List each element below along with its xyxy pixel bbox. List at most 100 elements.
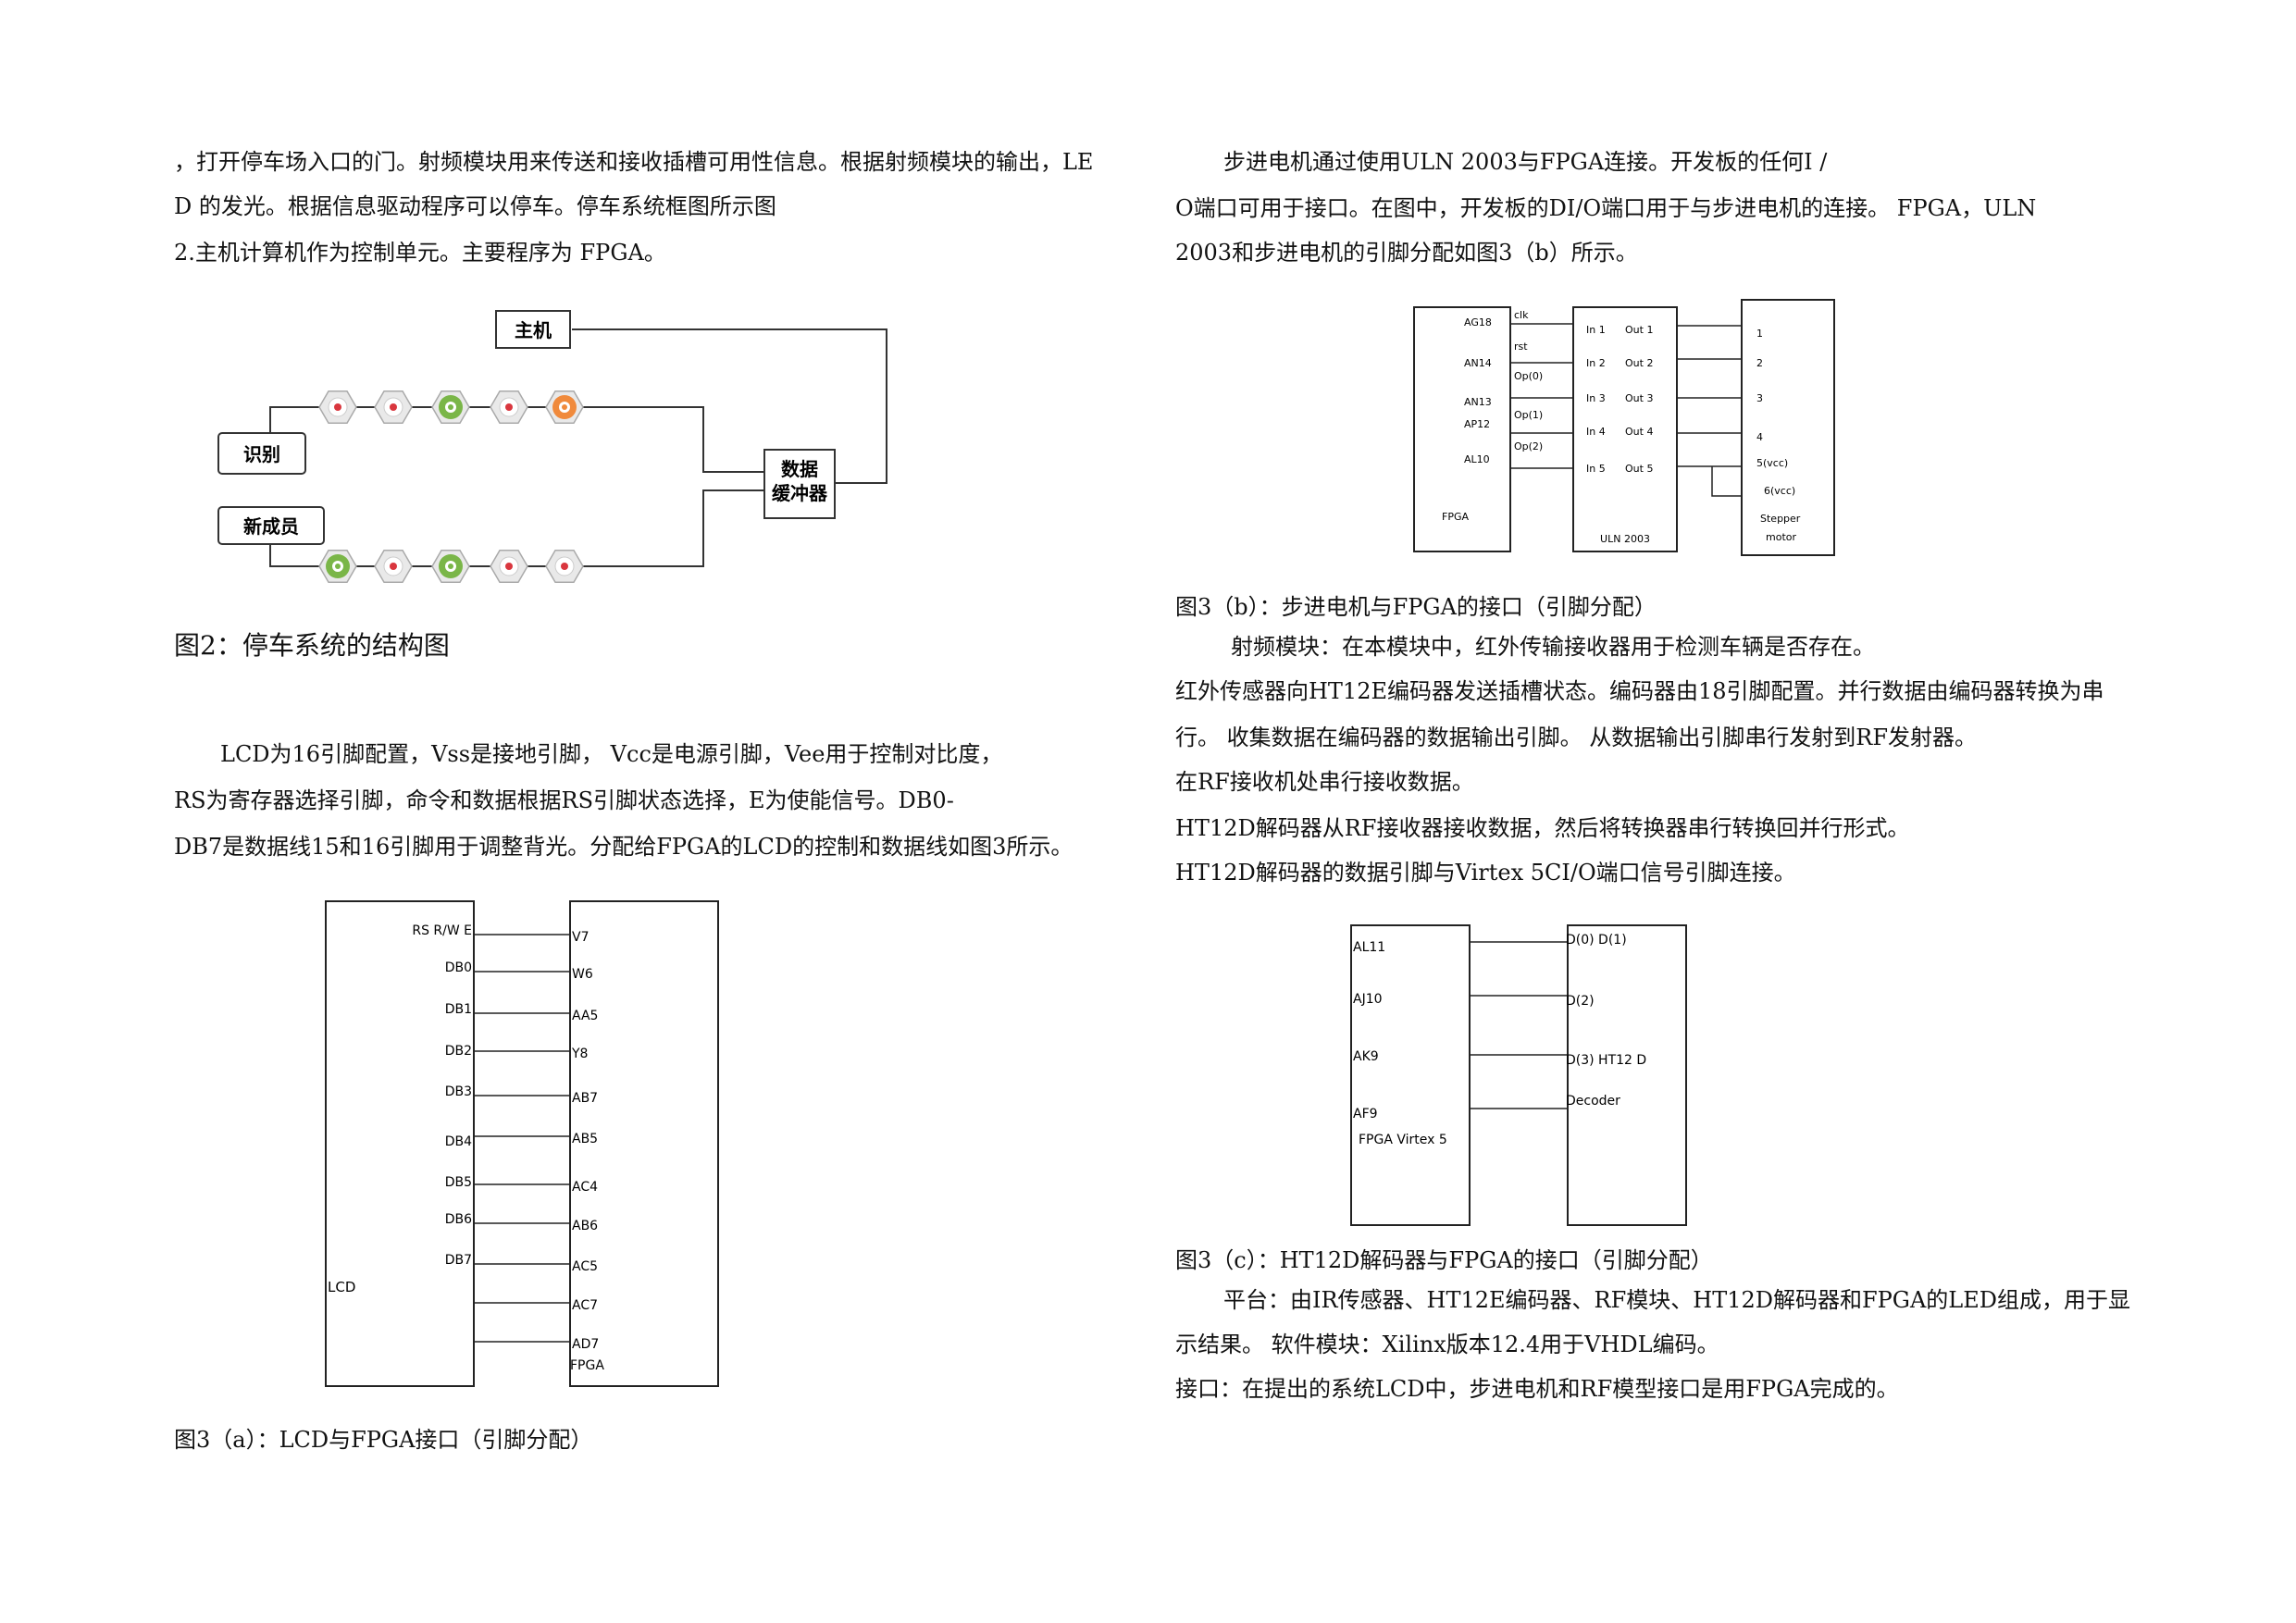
left-para1-line1: ，打开停车场入口的门。射频模块用来传送和接收插槽可用性信息。根据射频模块的输出，… xyxy=(174,149,1094,175)
fig3b-signal: Op(0) xyxy=(1514,370,1543,382)
right-para1-line1: 步进电机通过使用ULN 2003与FPGA连接。开发板的任何I / xyxy=(1223,149,1828,175)
right-para2-line2: 红外传感器向HT12E编码器发送插槽状态。编码器由18引脚配置。并行数据由编码器… xyxy=(1175,678,2104,704)
fig2-identify-label: 识别 xyxy=(243,443,280,465)
sensor-hex-icon xyxy=(374,390,413,425)
fig3c-decoder-label: D(2) xyxy=(1566,994,1595,1009)
fig3a-fpga-pin: AD7 xyxy=(572,1337,599,1352)
fig3b-signal: Op(2) xyxy=(1514,440,1543,452)
fig3b-uln-in: In 3 xyxy=(1586,392,1606,404)
fig3a-fpga-pin: AB5 xyxy=(572,1132,598,1146)
fig3b-uln-in: In 4 xyxy=(1586,426,1606,438)
fig3a-fpga-pin: W6 xyxy=(572,967,593,982)
fig3b-motor-pin: 1 xyxy=(1756,328,1763,340)
right-para2-line4: 在RF接收机处串行接收数据。 xyxy=(1175,769,1474,795)
fig3a-lcd-pin: DB5 xyxy=(445,1175,472,1190)
fig3b-fpga-pin: AL10 xyxy=(1464,453,1490,465)
fig2-sensor-row-top xyxy=(318,390,584,425)
fig3b-fpga-pin: AN14 xyxy=(1464,357,1492,369)
fig2-new-member-box xyxy=(217,506,325,545)
fig3b-motor-pin: 3 xyxy=(1756,392,1763,404)
fig3a-fpga-pin: AC4 xyxy=(572,1180,598,1195)
sensor-hex-icon xyxy=(374,549,413,584)
fig2-caption: 图2：停车系统的结构图 xyxy=(174,630,450,661)
fig3b-fpga-label: FPGA xyxy=(1442,511,1469,523)
fig3b-uln-out: Out 5 xyxy=(1625,463,1653,475)
fig3b-motor-pin: 6(vcc) xyxy=(1764,485,1795,497)
sensor-hex-icon xyxy=(490,549,528,584)
left-para2-line1: LCD为16引脚配置，Vss是接地引脚， Vcc是电源引脚，Vee用于控制对比度… xyxy=(220,741,1003,767)
fig2-host-label: 主机 xyxy=(515,319,552,341)
fig3b-uln-in: In 5 xyxy=(1586,463,1606,475)
fig3a-fpga-label: FPGA xyxy=(570,1358,604,1373)
fig3c-decoder-label: Decoder xyxy=(1566,1094,1620,1109)
fig2-buffer-label1: 数据 xyxy=(781,458,818,480)
left-para1-line2: D 的发光。根据信息驱动程序可以停车。停车系统框图所示图 xyxy=(174,193,776,219)
fig3c-decoder-label: D(0) D(1) xyxy=(1566,933,1627,948)
right-para2-line1: 射频模块：在本模块中，红外传输接收器用于检测车辆是否存在。 xyxy=(1231,634,1875,660)
fig2-buffer-box xyxy=(763,449,836,519)
fig3a-fpga-pin: AC7 xyxy=(572,1298,598,1313)
fig3b-uln-label: ULN 2003 xyxy=(1600,533,1650,545)
fig3b-uln-out: Out 4 xyxy=(1625,426,1653,438)
right-para2-line3: 行。 收集数据在编码器的数据输出引脚。 从数据输出引脚串行发射到RF发射器。 xyxy=(1175,725,1977,750)
fig3a-fpga-pin: Y8 xyxy=(571,1047,588,1061)
fig3a-fpga-pin: AA5 xyxy=(572,1009,598,1023)
fig3a-fpga-pin: AB7 xyxy=(572,1091,598,1106)
fig3a-lcd-pin: DB6 xyxy=(445,1212,472,1227)
fig2-new-member-label: 新成员 xyxy=(243,515,299,538)
fig3a-caption: 图3（a）：LCD与FPGA接口（引脚分配） xyxy=(174,1427,593,1453)
fig3b-motor-pin: 2 xyxy=(1756,357,1763,369)
fig3a-lcd-label: LCD xyxy=(328,1279,355,1295)
fig3a-lcd-pin: DB7 xyxy=(445,1253,472,1268)
fig3b-signal: clk xyxy=(1514,309,1529,321)
right-para1-line3: 2003和步进电机的引脚分配如图3（b）所示。 xyxy=(1175,240,1638,266)
fig2-identify-box xyxy=(217,432,306,475)
fig3c-fpga-pin: AJ10 xyxy=(1353,992,1383,1007)
fig3a-fpga-pin: AB6 xyxy=(572,1219,598,1233)
sensor-hex-icon xyxy=(545,549,584,584)
fig3a-lcd-pin: DB1 xyxy=(445,1002,472,1017)
fig3b-uln-in: In 1 xyxy=(1586,324,1606,336)
fig3b-motor-label2: motor xyxy=(1766,531,1796,543)
right-para3-line1: 平台：由IR传感器、HT12E编码器、RF模块、HT12D解码器和FPGA的LE… xyxy=(1223,1287,2130,1313)
right-para3-line3: 接口：在提出的系统LCD中，步进电机和RF模型接口是用FPGA完成的。 xyxy=(1175,1376,1899,1402)
left-para2-line2: RS为寄存器选择引脚，命令和数据根据RS引脚状态选择，E为使能信号。DB0- xyxy=(174,787,954,813)
fig3b-vcc-wire xyxy=(1711,466,1742,497)
fig3c-fpga-label: FPGA Virtex 5 xyxy=(1359,1133,1447,1147)
fig3b-motor-pin: 5(vcc) xyxy=(1756,457,1788,469)
right-para3-line2: 示结果。 软件模块：Xilinx版本12.4用于VHDL编码。 xyxy=(1175,1332,1719,1357)
fig3c-fpga-pin: AF9 xyxy=(1353,1107,1378,1121)
fig3a-lcd-pin: DB0 xyxy=(445,960,472,975)
fig3a-lcd-pin: RS R/W E xyxy=(412,923,472,938)
left-para2-line3: DB7是数据线15和16引脚用于调整背光。分配给FPGA的LCD的控制和数据线如… xyxy=(174,834,1074,860)
fig3a-fpga-pin: AC5 xyxy=(572,1259,598,1274)
fig2-sensor-row-bottom xyxy=(318,549,584,584)
fig3a-lcd-pin: DB4 xyxy=(445,1134,472,1149)
fig3a-lcd-pin: DB3 xyxy=(445,1084,472,1099)
fig3c-fpga-pin: AK9 xyxy=(1353,1049,1379,1064)
sensor-hex-icon xyxy=(318,549,357,584)
sensor-hex-icon xyxy=(318,390,357,425)
left-para1-line3: 2.主机计算机作为控制单元。主要程序为 FPGA。 xyxy=(174,240,666,266)
fig3b-uln-in: In 2 xyxy=(1586,357,1606,369)
fig3b-motor-pin: 4 xyxy=(1756,431,1763,443)
right-para2-line6: HT12D解码器的数据引脚与Virtex 5CI/O端口信号引脚连接。 xyxy=(1175,860,1796,886)
fig2-host-box xyxy=(495,310,571,349)
fig3a-lcd-pin: DB2 xyxy=(445,1044,472,1059)
fig3b-signal: rst xyxy=(1514,341,1528,353)
fig3b-fpga-pin: AN13 xyxy=(1464,396,1492,408)
fig3b-uln-out: Out 2 xyxy=(1625,357,1653,369)
fig3b-motor-label1: Stepper xyxy=(1760,513,1801,525)
right-para1-line2: O端口可用于接口。在图中，开发板的DI/O端口用于与步进电机的连接。 FPGA，… xyxy=(1175,195,2037,221)
sensor-hex-icon xyxy=(490,390,528,425)
fig3b-fpga-pin: AP12 xyxy=(1464,418,1490,430)
fig2-buffer-label2: 缓冲器 xyxy=(772,482,828,504)
fig3b-fpga-pin: AG18 xyxy=(1464,316,1492,328)
right-para2-line5: HT12D解码器从RF接收器接收数据，然后将转换器串行转换回并行形式。 xyxy=(1175,815,1910,841)
fig3b-uln-out: Out 3 xyxy=(1625,392,1653,404)
fig3c-caption: 图3（c）：HT12D解码器与FPGA的接口（引脚分配） xyxy=(1175,1247,1713,1273)
fig3c-fpga-pin: AL11 xyxy=(1353,940,1385,955)
